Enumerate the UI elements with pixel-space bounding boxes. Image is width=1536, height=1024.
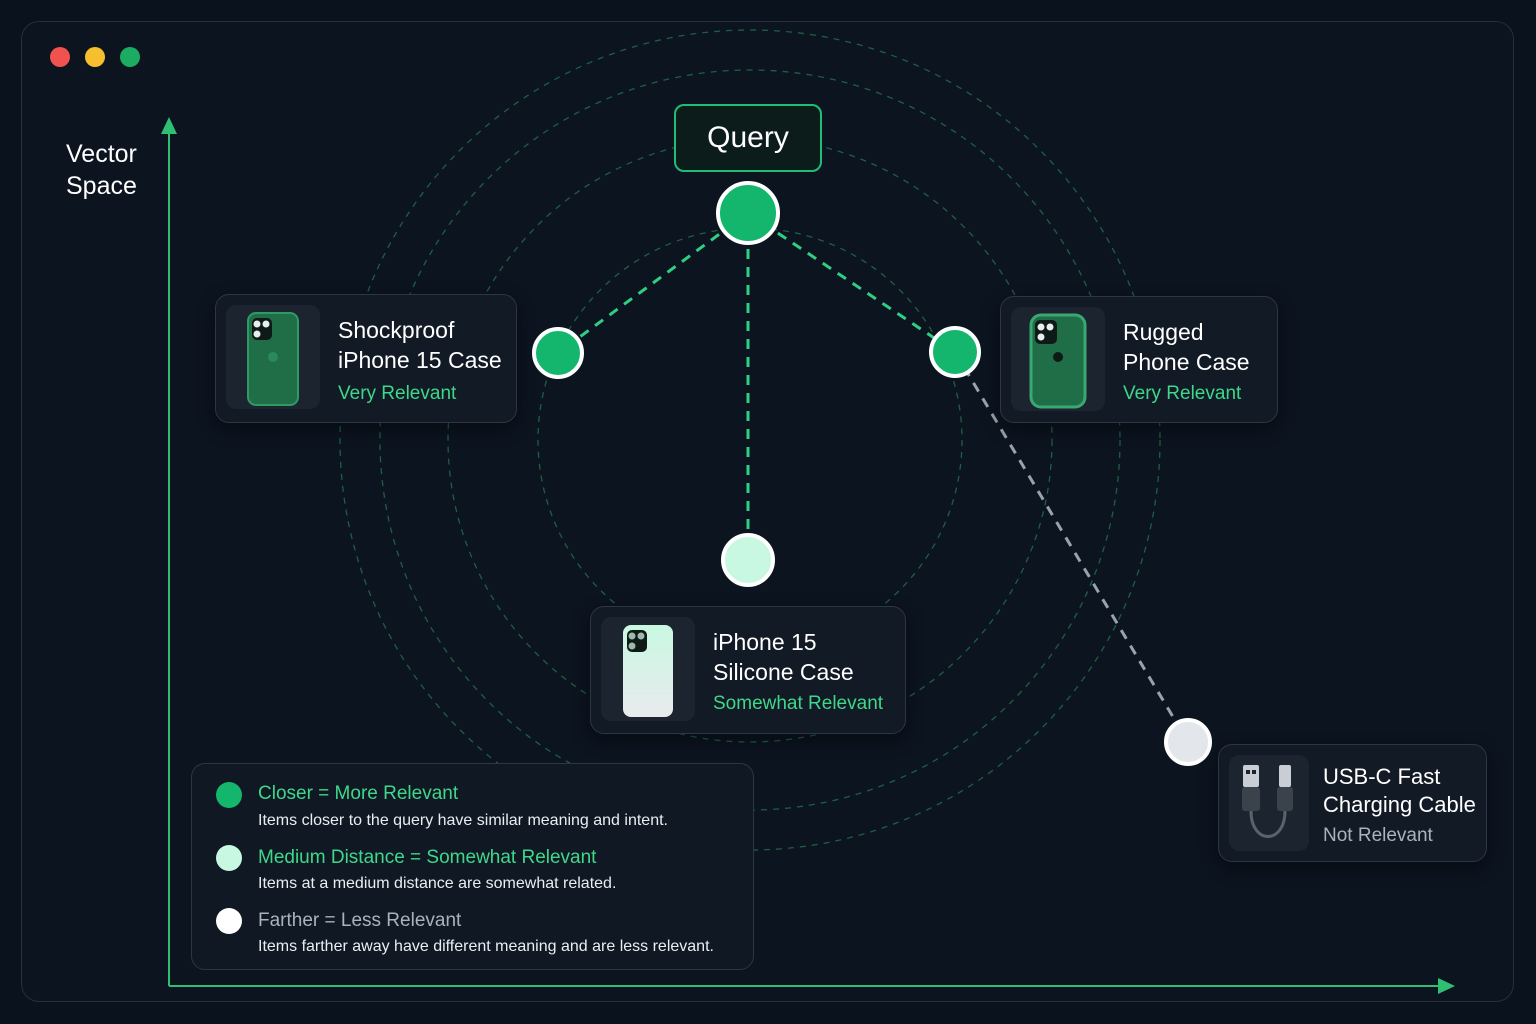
y-axis-arrow bbox=[161, 117, 177, 134]
item-card-cable[interactable]: USB-C Fast Charging Cable Not Relevant bbox=[1218, 744, 1487, 862]
item-card-silicone[interactable]: iPhone 15 Silicone Case Somewhat Relevan… bbox=[590, 606, 906, 734]
item-card-shockproof[interactable]: Shockproof iPhone 15 Case Very Relevant bbox=[215, 294, 517, 423]
legend-dot-medium bbox=[216, 845, 242, 871]
legend-dot-far bbox=[216, 908, 242, 934]
legend-desc-far: Items farther away have different meanin… bbox=[258, 938, 714, 955]
item-name: Shockproof iPhone 15 Case bbox=[338, 317, 502, 373]
legend-title-close: Closer = More Relevant bbox=[258, 783, 459, 804]
relevance-label: Somewhat Relevant bbox=[713, 693, 884, 714]
item-name: iPhone 15 Silicone Case bbox=[713, 629, 854, 685]
legend-title-medium: Medium Distance = Somewhat Relevant bbox=[258, 847, 597, 868]
node-silicone[interactable] bbox=[721, 533, 775, 587]
legend-desc-medium: Items at a medium distance are somewhat … bbox=[258, 875, 617, 892]
item-name: Rugged Phone Case bbox=[1123, 319, 1250, 375]
legend-dot-close bbox=[216, 782, 242, 808]
window-close-button[interactable] bbox=[50, 47, 70, 67]
query-label: Query bbox=[707, 121, 789, 154]
rugged-case-icon bbox=[1029, 313, 1087, 409]
legend-title-far: Farther = Less Relevant bbox=[258, 910, 462, 931]
phone-case-thumbnail bbox=[226, 305, 320, 409]
cable-thumbnail bbox=[1229, 755, 1309, 851]
phone-case-thumbnail bbox=[1011, 307, 1105, 411]
phone-case-thumbnail bbox=[601, 617, 695, 721]
vector-space-title: Vector Space bbox=[66, 140, 137, 200]
item-card-rugged[interactable]: Rugged Phone Case Very Relevant bbox=[1000, 296, 1278, 423]
middle-outer-ring bbox=[339, 29, 1161, 851]
item-name: USB-C Fast Charging Cable bbox=[1323, 764, 1476, 817]
query-label-box[interactable]: Query bbox=[674, 104, 822, 172]
relevance-label: Very Relevant bbox=[338, 383, 457, 404]
node-rugged[interactable] bbox=[929, 326, 981, 378]
middle-ring bbox=[447, 137, 1053, 743]
relevance-label: Very Relevant bbox=[1123, 383, 1242, 404]
legend: Closer = More Relevant Items closer to t… bbox=[191, 763, 754, 970]
legend-desc-close: Items closer to the query have similar m… bbox=[258, 812, 668, 829]
query-node[interactable] bbox=[716, 181, 780, 245]
x-axis-arrow bbox=[1438, 978, 1455, 994]
inner-ring bbox=[537, 227, 963, 653]
connector-rugged bbox=[747, 211, 956, 354]
usb-cable-icon bbox=[1242, 765, 1293, 838]
window-maximize-button[interactable] bbox=[120, 47, 140, 67]
silicone-case-icon bbox=[623, 625, 673, 717]
connector-cable bbox=[953, 351, 1190, 743]
node-cable[interactable] bbox=[1164, 718, 1212, 766]
relevance-label: Not Relevant bbox=[1323, 825, 1433, 846]
phone-case-icon bbox=[247, 312, 299, 406]
node-shockproof[interactable] bbox=[532, 327, 584, 379]
window-minimize-button[interactable] bbox=[85, 47, 105, 67]
connector-shockproof bbox=[557, 211, 749, 355]
